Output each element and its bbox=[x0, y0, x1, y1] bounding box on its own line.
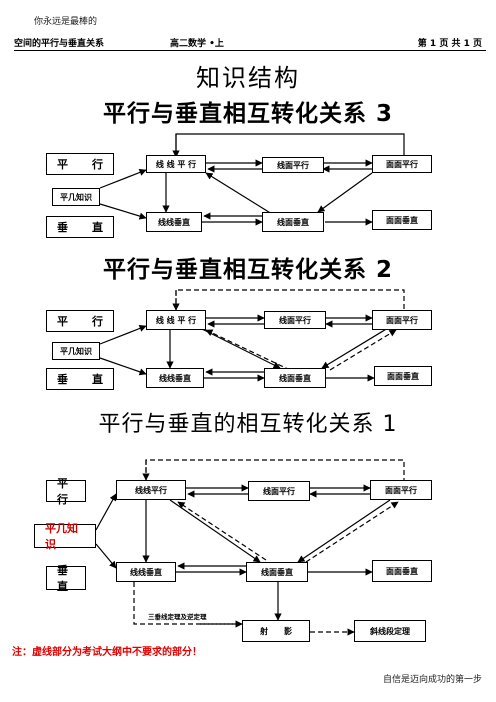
d3-pp-parallel-label: 面面平行 bbox=[386, 159, 418, 169]
d1-ll-parallel: 线线平行 bbox=[116, 480, 186, 500]
d2-lp-perp: 线面垂直 bbox=[264, 368, 326, 388]
d3-side-pingji: 平几知识 bbox=[52, 188, 100, 206]
d3-side-vertical: 垂 直 bbox=[46, 216, 114, 238]
d1-pp-parallel-label: 面面平行 bbox=[385, 485, 417, 495]
main-title: 知识结构 bbox=[196, 64, 300, 92]
d3-lp-parallel: 线面平行 bbox=[262, 157, 324, 173]
d3-pp-perp: 面面垂直 bbox=[372, 210, 432, 230]
header-course: 空间的平行与垂直关系 bbox=[14, 39, 105, 49]
d2-pp-parallel-label: 面面平行 bbox=[386, 315, 418, 325]
d2-ll-perp-label: 线线垂直 bbox=[159, 373, 191, 383]
d1-three-perp-label: 三垂线定理及逆定理 bbox=[148, 613, 207, 621]
d2-side-pingji: 平几知识 bbox=[52, 342, 100, 360]
d1-side-pingji-label: 平几知识 bbox=[45, 522, 78, 551]
d3-ll-parallel-label: 线 线 平 行 bbox=[155, 159, 197, 169]
d2-lp-parallel-label: 线面平行 bbox=[279, 315, 311, 325]
d1-side-pingji: 平几知识 bbox=[34, 522, 96, 551]
d2-ll-parallel-label: 线 线 平 行 bbox=[155, 315, 197, 325]
d2-ll-parallel: 线 线 平 行 bbox=[146, 310, 206, 330]
d1-projection: 射 影 bbox=[242, 620, 310, 642]
d2-lp-parallel: 线面平行 bbox=[264, 311, 326, 329]
d3-side-parallel-char1: 平 bbox=[57, 158, 68, 171]
d1-pp-perp-label: 面面垂直 bbox=[386, 566, 418, 576]
d3-lp-perp-label: 线面垂直 bbox=[277, 217, 309, 227]
header-grade: 高二数学 •上 bbox=[170, 39, 224, 49]
diagram1-title: 平行与垂直的相互转化关系 1 bbox=[98, 412, 398, 437]
d2-pp-perp-label: 面面垂直 bbox=[387, 371, 419, 381]
exam-note: 注：虚线部分为考试大纲中不要求的部分！ bbox=[12, 647, 202, 658]
d2-side-vertical-char2: 直 bbox=[92, 373, 103, 386]
d3-ll-perp: 线线垂直 bbox=[146, 212, 202, 232]
d1-side-vertical: 垂直 bbox=[46, 564, 86, 593]
d3-side-parallel: 平 行 bbox=[46, 153, 114, 175]
d1-ll-parallel-label: 线线平行 bbox=[135, 485, 167, 495]
d1-projection-label: 射 影 bbox=[260, 626, 292, 636]
d1-ll-perp: 线线垂直 bbox=[116, 562, 176, 582]
d2-side-parallel-char2: 行 bbox=[92, 315, 103, 328]
header-page: 第 1 页 共 1 页 bbox=[417, 39, 482, 49]
d2-side-vertical-char1: 垂 bbox=[57, 373, 68, 386]
d1-lp-parallel: 线面平行 bbox=[248, 481, 310, 501]
d2-lp-perp-label: 线面垂直 bbox=[279, 373, 311, 383]
diagram2-title: 平行与垂直相互转化关系 2 bbox=[102, 257, 393, 283]
d2-ll-perp: 线线垂直 bbox=[146, 368, 204, 388]
d1-side-parallel-label: 平行 bbox=[57, 477, 68, 506]
d3-side-parallel-char2: 行 bbox=[92, 158, 103, 171]
d3-side-vertical-char2: 直 bbox=[92, 221, 103, 234]
d3-pp-parallel: 面面平行 bbox=[372, 155, 432, 173]
d1-side-parallel: 平行 bbox=[46, 477, 86, 506]
footer-motto: 自信是迈向成功的第一步 bbox=[382, 675, 482, 685]
d1-lp-perp: 线面垂直 bbox=[246, 562, 308, 582]
d2-pp-parallel: 面面平行 bbox=[372, 310, 432, 330]
d3-pp-perp-label: 面面垂直 bbox=[386, 215, 418, 225]
d1-oblique-label: 斜线段定理 bbox=[370, 626, 410, 636]
d3-lp-parallel-label: 线面平行 bbox=[277, 160, 309, 170]
d1-pp-parallel: 面面平行 bbox=[370, 480, 432, 500]
d1-ll-perp-label: 线线垂直 bbox=[130, 567, 162, 577]
d2-side-pingji-label: 平几知识 bbox=[60, 346, 92, 356]
d3-lp-perp: 线面垂直 bbox=[262, 212, 324, 232]
d1-pp-perp: 面面垂直 bbox=[372, 560, 432, 582]
d3-ll-parallel: 线 线 平 行 bbox=[146, 155, 206, 173]
d2-pp-perp: 面面垂直 bbox=[374, 366, 432, 386]
d3-side-vertical-char1: 垂 bbox=[57, 221, 68, 234]
d2-side-parallel: 平 行 bbox=[46, 310, 114, 332]
d1-side-vertical-label: 垂直 bbox=[57, 564, 68, 593]
d3-side-pingji-label: 平几知识 bbox=[60, 192, 92, 202]
header-motto: 你永远是最棒的 bbox=[34, 17, 98, 27]
header-divider bbox=[14, 50, 486, 51]
d3-ll-perp-label: 线线垂直 bbox=[158, 217, 190, 227]
diagram3-title: 平行与垂直相互转化关系 3 bbox=[102, 101, 393, 127]
d2-side-parallel-char1: 平 bbox=[57, 315, 68, 328]
d1-lp-perp-label: 线面垂直 bbox=[261, 567, 293, 577]
d1-oblique: 斜线段定理 bbox=[354, 620, 426, 642]
d2-side-vertical: 垂 直 bbox=[46, 368, 114, 390]
d1-lp-parallel-label: 线面平行 bbox=[263, 486, 295, 496]
